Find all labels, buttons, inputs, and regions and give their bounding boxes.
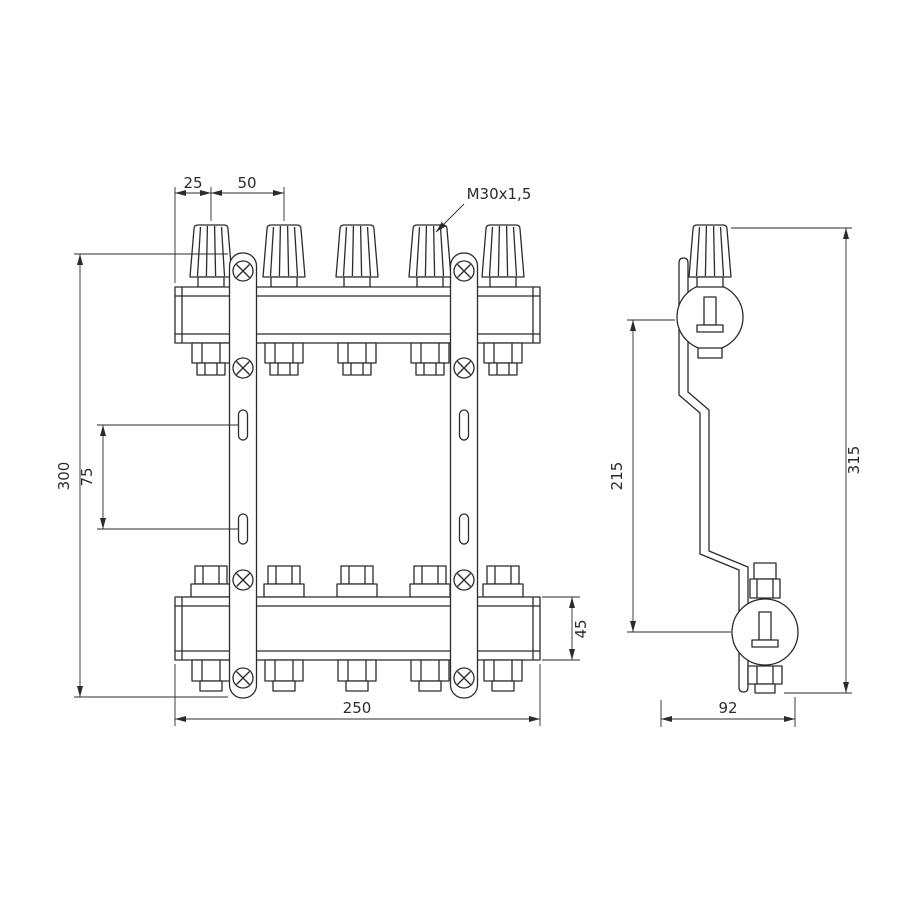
dim-25-label: 25: [183, 174, 202, 192]
screw-icon: [453, 260, 475, 282]
valve-cap: [335, 224, 379, 288]
valve-cap: [262, 224, 306, 288]
dim-45-label: 45: [572, 619, 590, 638]
mounting-slot: [237, 409, 249, 441]
side-top-valve: [676, 224, 744, 359]
screw-icon: [232, 260, 254, 282]
rail-body: [228, 252, 258, 699]
screw-icon: [232, 569, 254, 591]
dimension-215: 215: [608, 319, 731, 633]
valve-insert: [482, 565, 524, 598]
mounting-rail-right: [449, 252, 479, 699]
screw-icon: [232, 357, 254, 379]
dim-300-label: 300: [55, 462, 73, 491]
side-bottom-valve: [731, 562, 799, 694]
screw-icon: [453, 569, 475, 591]
outlet-nut: [483, 342, 523, 376]
valve-insert: [263, 565, 305, 598]
thread-label: M30x1,5: [467, 185, 532, 203]
dim-75-label: 75: [78, 467, 96, 486]
dimension-45: 45: [542, 596, 590, 661]
bottom-nut: [483, 659, 523, 692]
outlet-nut: [337, 342, 377, 376]
dim-315-label: 315: [845, 446, 863, 475]
dim-92-label: 92: [718, 699, 737, 717]
bottom-nut: [191, 659, 231, 692]
dimension-315: 315: [731, 227, 863, 694]
dimension-50: 50: [211, 174, 285, 221]
valve-cap: [189, 224, 233, 288]
outlet-nut: [191, 342, 231, 376]
bottom-nut: [410, 659, 450, 692]
dimension-75: 75: [78, 424, 238, 530]
mounting-rail-left: [228, 252, 258, 699]
dimension-250: 250: [174, 664, 541, 726]
mounting-slot: [458, 409, 470, 441]
outlet-nut: [264, 342, 304, 376]
screw-icon: [453, 357, 475, 379]
valve-cap: [408, 224, 452, 288]
dim-215-label: 215: [608, 462, 626, 491]
rail-body: [449, 252, 479, 699]
screw-icon: [232, 667, 254, 689]
bottom-nut: [337, 659, 377, 692]
valve-insert: [190, 565, 232, 598]
valve-insert: [409, 565, 451, 598]
outlet-nut: [410, 342, 450, 376]
dimension-92: 92: [660, 697, 796, 727]
mounting-slot: [458, 513, 470, 545]
side-view: [676, 224, 799, 694]
valve-insert: [336, 565, 378, 598]
bottom-nut: [264, 659, 304, 692]
valve-cap: [481, 224, 525, 288]
screw-icon: [453, 667, 475, 689]
thread-callout: M30x1,5: [435, 185, 532, 233]
dim-250-label: 250: [343, 699, 372, 717]
mounting-slot: [237, 513, 249, 545]
dimension-300: 300: [55, 253, 228, 698]
dim-50-label: 50: [237, 174, 256, 192]
valve-cap: [688, 224, 732, 288]
front-view: [174, 224, 541, 699]
